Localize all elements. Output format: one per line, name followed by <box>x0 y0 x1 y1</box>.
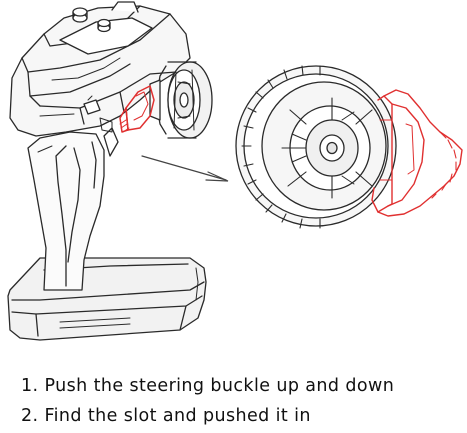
step-number: 1. <box>21 376 39 396</box>
transmitter-handle <box>27 131 105 291</box>
arrow-icon <box>141 155 229 182</box>
step-text: Find the slot and pushed it in <box>44 406 311 426</box>
steering-buckle-detail <box>371 89 463 217</box>
mounted-steering-wheel <box>149 61 213 139</box>
steering-buckle-highlight <box>119 85 155 133</box>
power-switch-icon <box>83 99 101 115</box>
transmitter-base <box>7 257 207 341</box>
steering-wheel-detail <box>235 65 397 229</box>
step-text: Push the steering buckle up and down <box>44 376 395 396</box>
installation-diagram <box>7 1 463 341</box>
rc-transmitter-illustration <box>7 1 213 341</box>
instruction-step-2: 2. Find the slot and pushed it in <box>21 406 311 426</box>
transmitter-body <box>9 1 191 157</box>
step-number: 2. <box>21 406 39 426</box>
instruction-step-1: 1. Push the steering buckle up and down <box>21 376 394 396</box>
